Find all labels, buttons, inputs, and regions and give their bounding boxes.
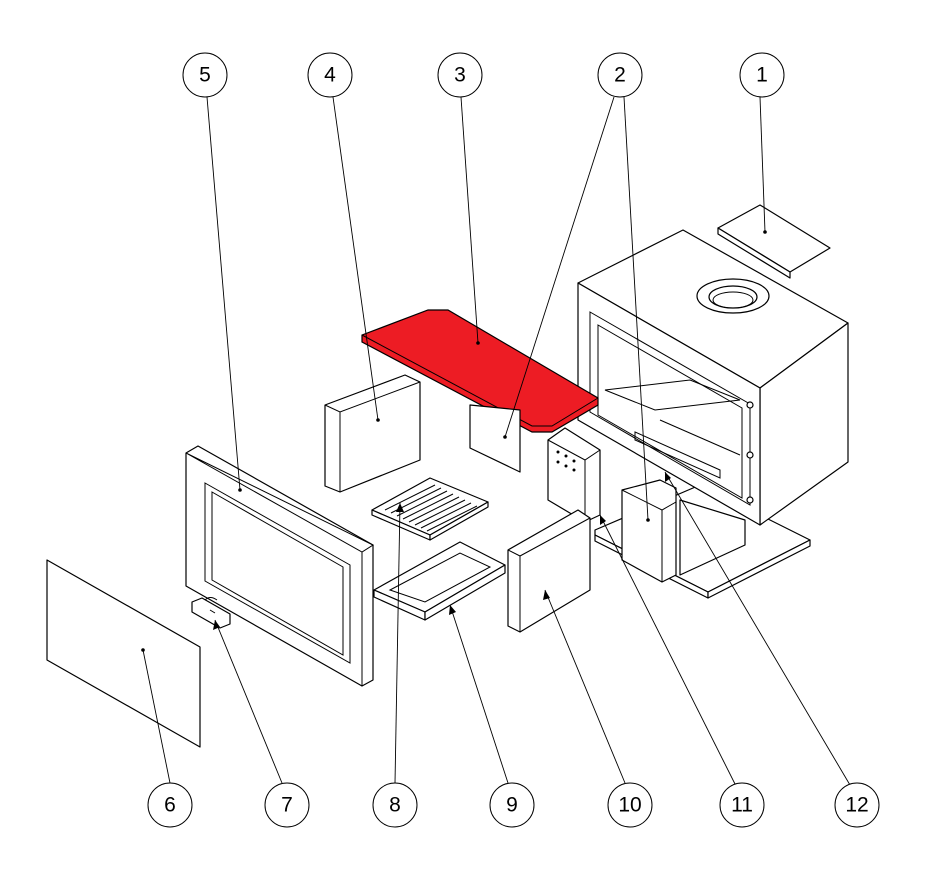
balloon-5: 5 xyxy=(182,52,228,98)
part-6-glass-panel xyxy=(46,559,201,748)
balloon-8-label: 8 xyxy=(389,794,401,817)
balloon-1: 1 xyxy=(739,52,785,98)
stove-body xyxy=(577,229,849,526)
balloon-9-label: 9 xyxy=(506,794,518,817)
part-8-grate xyxy=(371,477,489,541)
balloon-4: 4 xyxy=(307,52,353,98)
part-3-top-plate xyxy=(361,309,599,433)
balloon-7-label: 7 xyxy=(281,794,293,817)
part-11-side-brick xyxy=(547,427,601,523)
part-4-side-brick xyxy=(324,374,421,493)
balloon-6: 6 xyxy=(147,782,193,828)
balloon-11: 11 xyxy=(719,782,765,828)
balloon-8: 8 xyxy=(372,782,418,828)
balloon-10: 10 xyxy=(607,782,653,828)
balloon-12: 12 xyxy=(834,782,880,828)
balloon-12-label: 12 xyxy=(845,794,868,817)
balloon-7: 7 xyxy=(264,782,310,828)
leader-lines xyxy=(141,96,851,786)
part-10-front-brick xyxy=(507,509,591,633)
balloon-5-label: 5 xyxy=(199,64,211,87)
part-2-back-brick xyxy=(469,404,521,473)
balloon-3-label: 3 xyxy=(454,64,466,87)
part-9-ash-pan xyxy=(373,541,506,621)
part-2-side-brick xyxy=(621,479,677,583)
balloon-11-label: 11 xyxy=(731,794,753,817)
balloon-4-label: 4 xyxy=(324,64,336,87)
balloon-10-label: 10 xyxy=(618,794,641,817)
balloon-2: 2 xyxy=(597,52,643,98)
balloon-6-label: 6 xyxy=(164,794,176,817)
balloon-3: 3 xyxy=(437,52,483,98)
balloon-2-label: 2 xyxy=(614,64,626,87)
part-1-baffle xyxy=(717,204,831,279)
part-7-latch xyxy=(191,597,231,629)
balloon-1-label: 1 xyxy=(756,64,768,87)
part-5-door-frame xyxy=(185,445,375,687)
balloon-9: 9 xyxy=(489,782,535,828)
